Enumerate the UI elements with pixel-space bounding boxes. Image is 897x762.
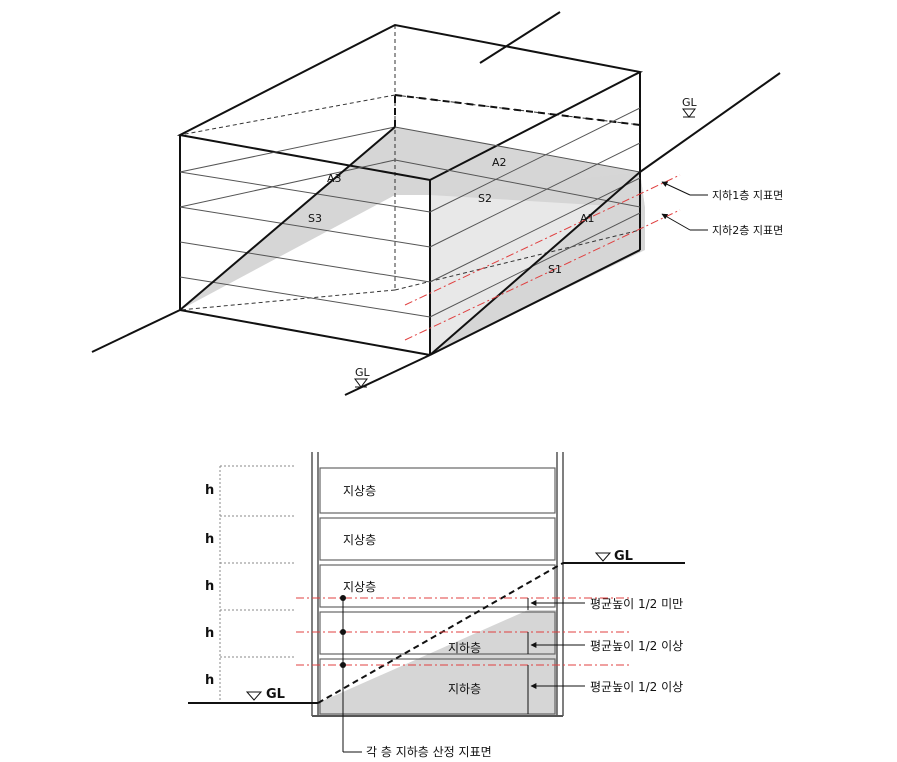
iso-callout-b1-label: 지하1층 지표면: [712, 188, 783, 202]
section-shade-below-ground: [318, 610, 557, 716]
iso-label-s1: S1: [548, 263, 562, 276]
iso-label-a3: A3: [327, 172, 342, 185]
section-annotation-1: 평균높이 1/2 미만: [530, 597, 683, 611]
section-measure-line: [340, 595, 362, 753]
section-annotation-2: 평균높이 1/2 이상: [530, 639, 683, 653]
gl-triangle-icon: [594, 552, 612, 562]
iso-hidden-ground-lines: [394, 94, 641, 127]
story-height-label: h: [205, 579, 214, 594]
section-gl-marker-left: GL: [245, 687, 285, 702]
iso-gl-label-right: GL: [682, 96, 698, 109]
section-walls: [311, 452, 564, 717]
section-view: h h h h h 지상: [188, 452, 685, 759]
iso-ground-lines: [91, 11, 781, 396]
iso-callout-b1: 지하1층 지표면: [661, 181, 783, 202]
iso-label-a1: A1: [580, 212, 595, 225]
section-surface-lines: [296, 597, 630, 666]
annotation-label: 평균높이 1/2 이상: [590, 639, 683, 653]
story-height-label: h: [205, 673, 214, 688]
floor-label: 지상층: [343, 580, 376, 594]
floor-label: 지하층: [448, 682, 481, 696]
section-gl-label-left: GL: [266, 687, 285, 702]
section-bottom-caption: 각 층 지하층 산정 지표면: [366, 745, 492, 759]
iso-view: A3 A2 S2 S3 A1 S1 GL GL 지하1층 지표면 지하2층 지표…: [91, 11, 783, 396]
floor-label: 지상층: [343, 533, 376, 547]
iso-label-a2: A2: [492, 156, 507, 169]
iso-gl-label-bottom: GL: [355, 366, 371, 379]
iso-gl-marker-bottom: GL: [354, 366, 371, 388]
iso-floor-lines: [179, 107, 641, 318]
story-height-label: h: [205, 532, 214, 547]
gl-triangle-icon: [682, 108, 696, 118]
section-gl-label-right: GL: [614, 549, 633, 564]
iso-label-s2: S2: [478, 192, 492, 205]
annotation-label: 평균높이 1/2 미만: [590, 597, 683, 611]
section-floor-boxes: [319, 467, 556, 715]
iso-callout-b2-label: 지하2층 지표면: [712, 223, 783, 237]
iso-label-s3: S3: [308, 212, 322, 225]
iso-box-outline: [176, 23, 644, 356]
story-height-label: h: [205, 626, 214, 641]
gl-triangle-icon: [245, 691, 263, 701]
floor-label: 지상층: [343, 484, 376, 498]
iso-gl-marker-right: GL: [682, 96, 698, 118]
section-annotation-3: 평균높이 1/2 이상: [530, 680, 683, 694]
section-gl-marker-right: GL: [594, 549, 633, 564]
iso-surface-lines: [404, 174, 681, 341]
gl-triangle-icon: [354, 378, 368, 388]
floor-label: 지하층: [448, 641, 481, 655]
iso-callout-b2: 지하2층 지표면: [661, 213, 783, 237]
section-ground-lines: [188, 562, 685, 704]
section-height-guides: [219, 465, 296, 703]
annotation-label: 평균높이 1/2 이상: [590, 680, 683, 694]
story-height-label: h: [205, 483, 214, 498]
